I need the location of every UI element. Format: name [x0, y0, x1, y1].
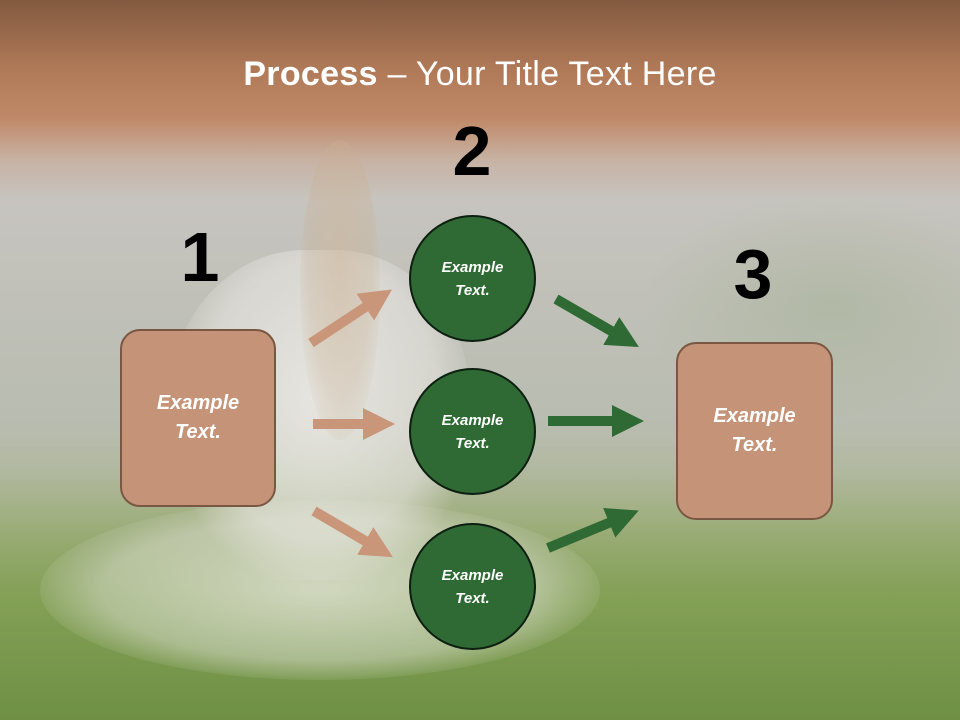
slide-title: Process – Your Title Text Here: [0, 52, 960, 96]
step-number-1: 1: [180, 218, 220, 296]
step2-circle-1-text: Example Text.: [441, 258, 504, 299]
arrow-box1-to-circle3: [311, 506, 393, 558]
arrow-box1-to-circle1: [308, 289, 393, 348]
title-bold: Process: [243, 55, 378, 93]
step3-text: Example Text.: [713, 405, 796, 456]
step-number-2: 2: [452, 112, 492, 190]
step2-circle-1: Example Text.: [409, 215, 536, 342]
arrow-circle3-to-box3: [546, 507, 639, 553]
arrow-circle1-to-box3: [553, 294, 639, 348]
step-number-3: 3: [733, 235, 773, 313]
step1-box: Example Text.: [120, 329, 276, 507]
title-rest: – Your Title Text Here: [377, 55, 717, 93]
step1-text: Example Text.: [156, 392, 240, 443]
step2-circle-3: Example Text.: [409, 523, 536, 650]
step2-circle-2-text: Example Text.: [441, 411, 504, 452]
step2-circle-3-text: Example Text.: [441, 566, 504, 607]
step2-circle-2: Example Text.: [409, 368, 536, 495]
step3-box: Example Text.: [676, 342, 833, 520]
